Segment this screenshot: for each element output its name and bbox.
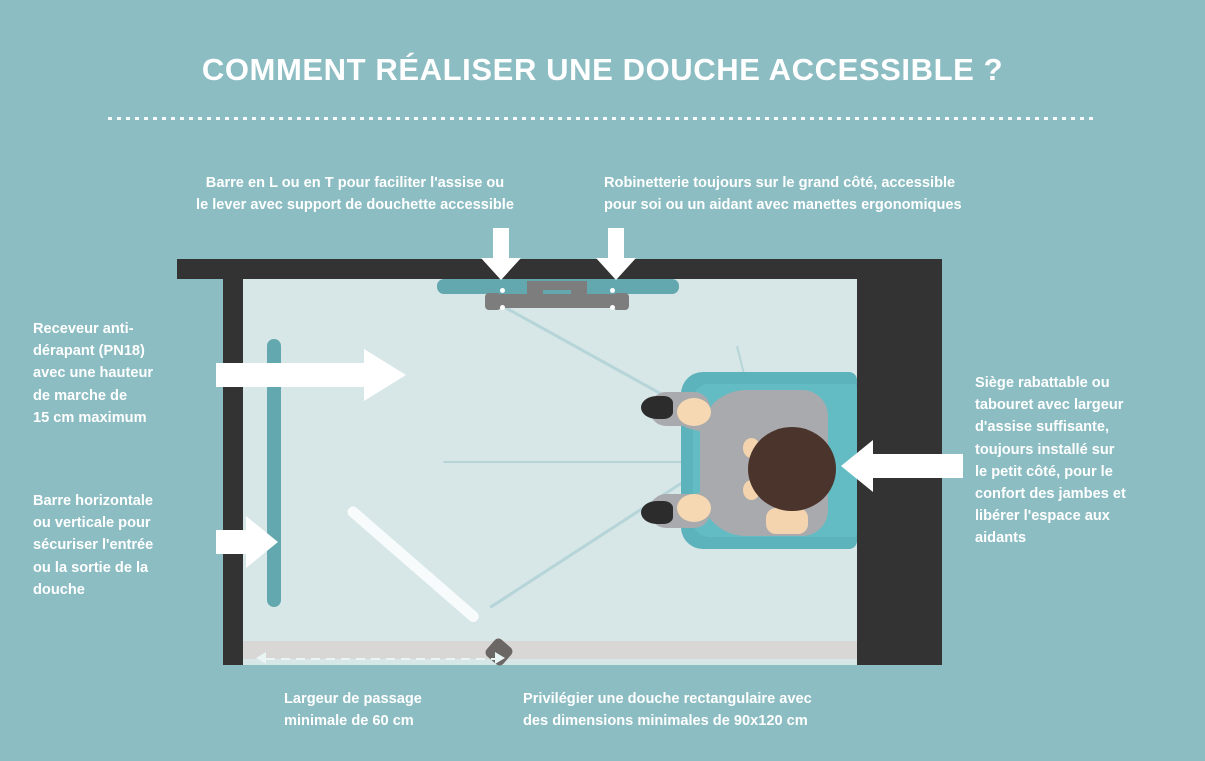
title-divider [108, 117, 1098, 120]
arrow-down-grab-bar-icon [481, 228, 521, 280]
hand-upper [677, 398, 711, 426]
callout-horizontal-bar: Barre horizontale ou verticale pour sécu… [33, 493, 154, 598]
faucet-handle-left [485, 293, 501, 310]
page-title: COMMENT RÉALISER UNE DOUCHE ACCESSIBLE ? [201, 52, 1004, 87]
dimension-arrow-head-left [256, 652, 266, 664]
faucet-fixing-dot [500, 288, 505, 293]
wall-top [177, 259, 942, 279]
spray-ray [443, 461, 723, 463]
neck [766, 508, 808, 534]
callout-grab-bar-lt: Barre en L ou en T pour faciliter l'assi… [196, 175, 514, 214]
faucet-fixing-dot [610, 305, 615, 310]
arrow-right-grab-bar-icon [216, 516, 278, 568]
head [748, 427, 836, 511]
faucet-body [497, 294, 618, 308]
shower-threshold [243, 641, 857, 659]
arrow-right-shower-tray-icon [216, 349, 406, 401]
shoe-lower [641, 501, 673, 524]
faucet-fixing-dot [500, 305, 505, 310]
callout-seat: Siège rabattable ou tabouret avec largeu… [975, 375, 1126, 547]
faucet-stem-right [571, 281, 587, 297]
shoe-upper [641, 396, 673, 419]
faucet-bridge [527, 281, 587, 290]
faucet-handle-right [613, 293, 629, 310]
hand-lower [677, 494, 711, 522]
dimension-arrow-head-right [495, 652, 505, 664]
arrow-down-faucet-icon [596, 228, 636, 280]
faucet-fixing-dot [610, 288, 615, 293]
passage-width-dimension-line [266, 658, 498, 660]
wall-left [223, 259, 243, 665]
callout-rectangular-shower: Privilégier une douche rectangulaire ave… [523, 691, 812, 730]
arrow-left-seat-icon [841, 440, 963, 492]
seated-person [640, 376, 860, 548]
callout-faucet: Robinetterie toujours sur le grand côté,… [604, 175, 962, 214]
callout-shower-tray: Receveur anti- dérapant (PN18) avec une … [33, 321, 154, 426]
faucet-stem-left [527, 281, 543, 297]
callout-passage-width: Largeur de passage minimale de 60 cm [284, 691, 422, 730]
